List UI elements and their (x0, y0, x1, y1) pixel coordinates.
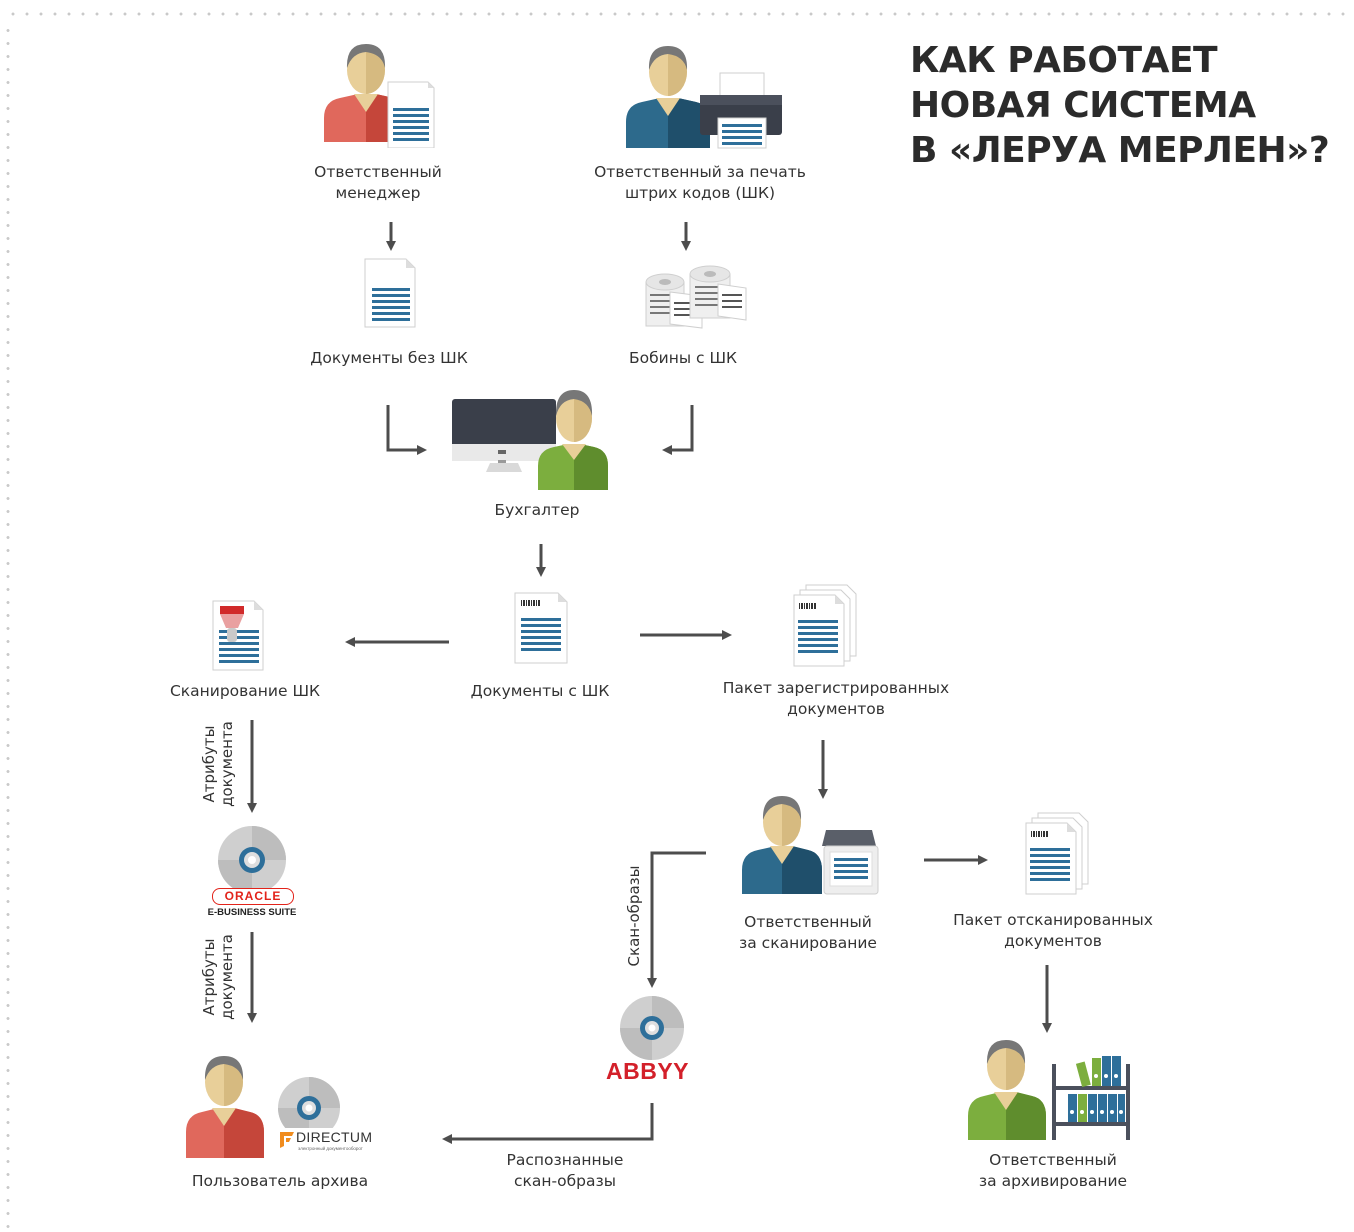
manager-label: Ответственный менеджер (314, 162, 442, 204)
document-stack-icon (793, 584, 857, 667)
accountant-label: Бухгалтер (495, 500, 580, 521)
scanner-person-label-line2: за сканирование (739, 934, 877, 952)
scanner-person-label: Ответственный за сканирование (739, 912, 877, 954)
dotted-border-top (6, 12, 1346, 16)
pack-scanned-label-line2: документов (1004, 932, 1102, 950)
printer-person-label-line2: штрих кодов (ШК) (624, 184, 776, 202)
title-line-3: В «ЛЕРУА МЕРЛЕН»? (910, 130, 1330, 171)
title-line-2: НОВАЯ СИСТЕМА (910, 85, 1256, 126)
archiver-label-line2: за архивирование (978, 1172, 1128, 1190)
archive-user-label-line1: Пользователь архива (191, 1172, 369, 1190)
scan-images-label: Скан-образы (625, 865, 643, 967)
barcode-scan-icon (212, 600, 264, 671)
printer-person-label-line1: Ответственный за печать (594, 163, 806, 181)
arrow-scanner-to-abbyy (647, 851, 706, 988)
manager-icon (324, 44, 435, 148)
attributes-label-1: Атрибуты документа (200, 721, 236, 807)
archive-user-icon (186, 1056, 264, 1158)
attributes-label-1-line1: Атрибуты (200, 725, 218, 803)
barcode-reels-icon (645, 265, 747, 329)
archiver-label-line1: Ответственный (989, 1151, 1117, 1169)
barcode-document-icon (514, 592, 568, 664)
page-title: КАК РАБОТАЕТ НОВАЯ СИСТЕМА В «ЛЕРУА МЕРЛ… (910, 38, 1330, 173)
scanned-stack-icon (1025, 812, 1089, 895)
pack-scanned-label-line1: Пакет отсканированных (953, 911, 1153, 929)
archiver-icon (968, 1040, 1130, 1140)
printer-person-label: Ответственный за печать штрих кодов (ШК) (594, 162, 806, 204)
recognized-images-label: Распознанные скан-образы (507, 1150, 624, 1192)
printer-person-icon (626, 46, 782, 149)
archiver-label: Ответственный за архивирование (979, 1150, 1127, 1192)
pack-registered-label-line1: Пакет зарегистрированных (722, 679, 950, 697)
directum-mark-icon (280, 1132, 294, 1148)
abbyy-logo: ABBYY (606, 1058, 690, 1084)
attributes-label-2-line2: документа (218, 934, 236, 1020)
directum-subtitle: электронный документооборот (298, 1146, 363, 1151)
docs-no-barcode-label-line1: Документы без ШК (310, 349, 468, 367)
pack-scanned-label: Пакет отсканированных документов (953, 910, 1153, 952)
docs-barcode-label: Документы с ШК (471, 681, 610, 702)
arrow-reels-to-accountant (662, 405, 694, 455)
scanner-person-icon (742, 796, 879, 895)
arrow-docs-to-accountant (386, 405, 427, 455)
attributes-label-2: Атрибуты документа (200, 934, 236, 1020)
docs-no-barcode-label: Документы без ШК (310, 348, 468, 369)
directum-logo: DIRECTUM электронный документооборот (276, 1128, 372, 1154)
docs-barcode-label-line1: Документы с ШК (470, 682, 610, 700)
reels-label: Бобины с ШК (629, 348, 737, 369)
scanner-person-label-line1: Ответственный (744, 913, 872, 931)
arrow-abbyy-to-archive (442, 1103, 654, 1144)
oracle-logo-text: ORACLE (224, 889, 282, 903)
manager-label-line2: менеджер (335, 184, 421, 202)
pack-registered-label-line2: документов (787, 700, 885, 718)
oracle-logo: ORACLE (212, 888, 294, 905)
directum-logo-text: DIRECTUM (296, 1129, 373, 1145)
recognized-images-label-line1: Распознанные (506, 1151, 624, 1169)
scan-barcode-label-line1: Сканирование ШК (169, 682, 321, 700)
accountant-icon (452, 390, 608, 490)
attributes-label-2-line1: Атрибуты (200, 938, 218, 1016)
oracle-subtitle: E-BUSINESS SUITE (207, 907, 297, 918)
title-line-1: КАК РАБОТАЕТ (910, 40, 1218, 81)
oracle-disc-icon (218, 826, 286, 894)
reels-label-line1: Бобины с ШК (628, 349, 738, 367)
manager-label-line1: Ответственный (314, 163, 442, 181)
attributes-label-1-line2: документа (218, 721, 236, 807)
document-icon (364, 258, 416, 328)
scan-barcode-label: Сканирование ШК (170, 681, 320, 702)
abbyy-disc-icon (620, 996, 684, 1060)
accountant-label-line1: Бухгалтер (494, 501, 580, 519)
dotted-border-left (6, 24, 10, 1228)
archive-user-label: Пользователь архива (192, 1171, 368, 1192)
recognized-images-label-line2: скан-образы (514, 1172, 616, 1190)
pack-registered-label: Пакет зарегистрированных документов (723, 678, 949, 720)
